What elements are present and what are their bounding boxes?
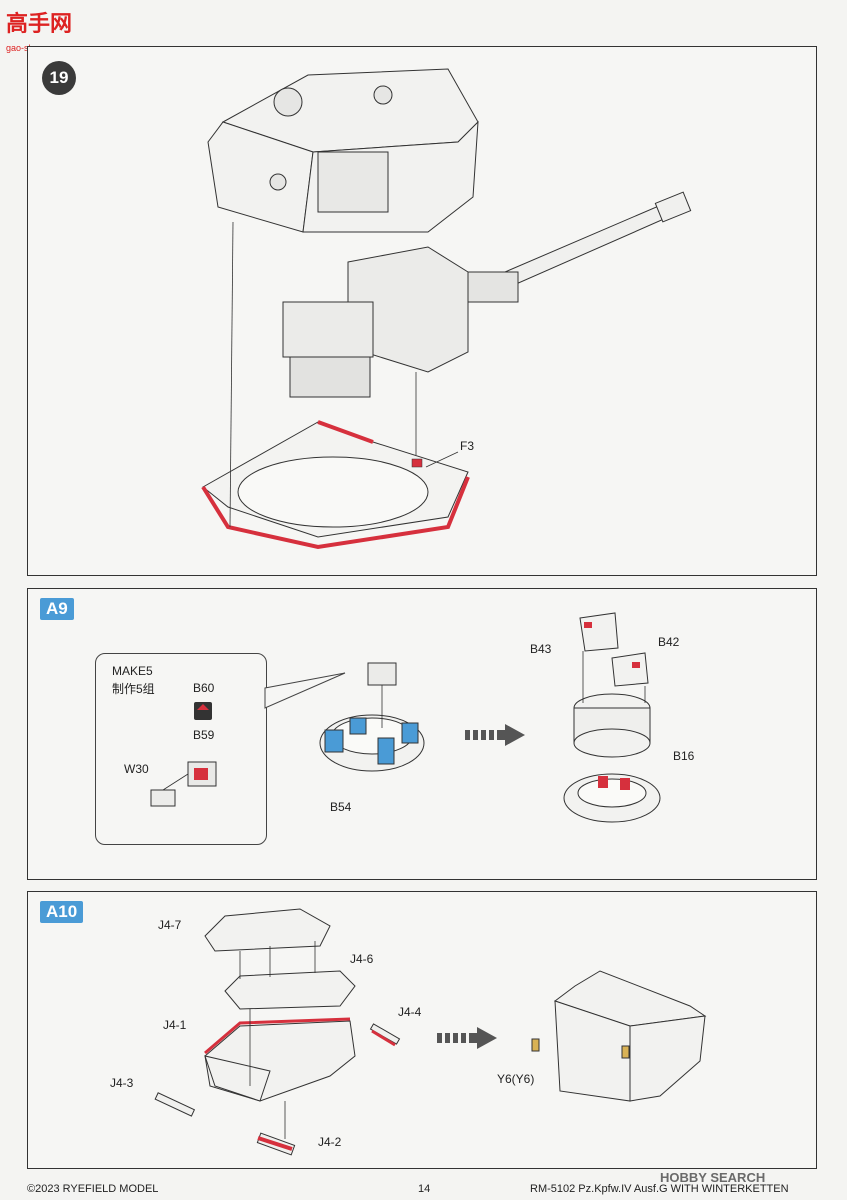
- label-j4-1: J4-1: [163, 1018, 187, 1032]
- step-19-panel: 19: [27, 46, 817, 576]
- b54-ring-assembly: [319, 662, 425, 772]
- b54-insert-part: [367, 662, 397, 686]
- part-b43: [579, 612, 619, 652]
- label-j4-6: J4-6: [350, 952, 374, 966]
- b42-red-mark: [632, 662, 640, 668]
- label-b42: B42: [658, 635, 680, 649]
- main-gun: [467, 191, 692, 303]
- turret-assembly-drawing: [201, 68, 692, 550]
- assembled-bin-side: [629, 1015, 706, 1102]
- footer-product-code: RM-5102 Pz.Kpfw.IV Ausf.G WITH WINTERKET…: [530, 1183, 789, 1195]
- gun-mount: [282, 246, 469, 398]
- part-j4-1-red-edge: [204, 1017, 351, 1055]
- b43-red-mark: [584, 622, 592, 628]
- muzzle-brake: [654, 191, 692, 223]
- assembled-bin: [531, 970, 707, 1102]
- red-edge-left: [317, 420, 374, 444]
- label-y6: Y6(Y6): [497, 1072, 535, 1086]
- label-j4-7: J4-7: [158, 918, 182, 932]
- gun-sleeve: [467, 271, 519, 303]
- hobby-search-text: HOBBY SEARCH: [660, 1170, 766, 1185]
- label-f3: F3: [460, 439, 475, 453]
- breech-block: [282, 301, 374, 358]
- floor-red-edges: [201, 420, 470, 550]
- ring-opening: [237, 456, 429, 528]
- turret-hatch-plate: [317, 151, 389, 213]
- subassembly-callout: MAKE5 制作5组 B60 B59 W30: [95, 653, 267, 845]
- part-j4-4-red: [371, 1029, 396, 1047]
- w30-guide: [162, 773, 189, 791]
- b16-ring-bottom: [573, 728, 651, 758]
- make-count-cn: 制作5组: [112, 682, 155, 696]
- b54-blue-segment-1: [324, 729, 344, 753]
- label-w30: W30: [124, 762, 149, 776]
- label-j4-2: J4-2: [318, 1135, 342, 1149]
- b54-blue-segment-4: [401, 722, 419, 744]
- hobby-search-watermark: HOBBY SEARCH: [660, 1170, 765, 1185]
- a9-assembly-drawing: [264, 612, 661, 823]
- footer-page-number: 14: [418, 1183, 431, 1195]
- step-number-badge: 19: [42, 61, 76, 95]
- part-f3-marker: [411, 458, 423, 468]
- down-arrow-icon: [197, 704, 209, 710]
- guide-lines: [229, 221, 459, 528]
- b54-blue-segment-3: [377, 737, 395, 765]
- footer-copyright: ©2023 RYEFIELD MODEL: [27, 1183, 159, 1195]
- part-y6-marker: [531, 1038, 540, 1052]
- callout-drawing: [150, 702, 217, 807]
- label-b43: B43: [530, 642, 552, 656]
- turret-ring: [202, 421, 469, 538]
- next-step-arrow-icon-2: [437, 1027, 497, 1049]
- label-b60: B60: [193, 681, 215, 695]
- part-j4-2-red: [257, 1136, 293, 1151]
- b54-blue-segment-2: [349, 717, 367, 735]
- lower-ring-inner: [577, 778, 647, 808]
- mount-base: [289, 356, 371, 398]
- bin-exploded-view: [154, 908, 401, 1156]
- callout-pointer: [264, 672, 346, 709]
- part-b42: [611, 652, 649, 687]
- cupola-hatch: [273, 87, 303, 117]
- label-j4-3: J4-3: [110, 1076, 134, 1090]
- part-j4-6-top: [224, 970, 356, 1010]
- turret-body: [207, 68, 479, 233]
- b16-ring-assembly: [563, 612, 661, 823]
- label-b59: B59: [193, 728, 215, 742]
- lower-ring-red-mark-2: [620, 778, 630, 790]
- step-a9-tag: A9: [40, 598, 74, 620]
- assembled-bin-latch: [621, 1045, 630, 1059]
- label-j4-4: J4-4: [398, 1005, 422, 1019]
- next-step-arrow-icon: [465, 724, 525, 746]
- vision-port: [269, 173, 287, 191]
- a10-assembly-drawing: [154, 908, 707, 1156]
- part-j4-7-lid: [204, 908, 331, 952]
- part-j4-3: [154, 1092, 196, 1117]
- gun-barrel: [497, 201, 674, 293]
- lower-ring-red-mark-1: [598, 776, 608, 788]
- label-b54: B54: [330, 800, 352, 814]
- b54-ring-inner: [331, 717, 413, 755]
- site-logo-text: 高手网: [6, 11, 73, 36]
- red-edge-front: [201, 476, 470, 550]
- label-b16: B16: [673, 749, 695, 763]
- step-a10-tag: A10: [40, 901, 84, 923]
- part-b59-red-face: [194, 768, 208, 780]
- part-j4-1-front-face: [204, 1055, 271, 1102]
- part-b60: [194, 702, 212, 720]
- vent-cover: [373, 85, 393, 105]
- make-count-en: MAKE5: [112, 664, 153, 678]
